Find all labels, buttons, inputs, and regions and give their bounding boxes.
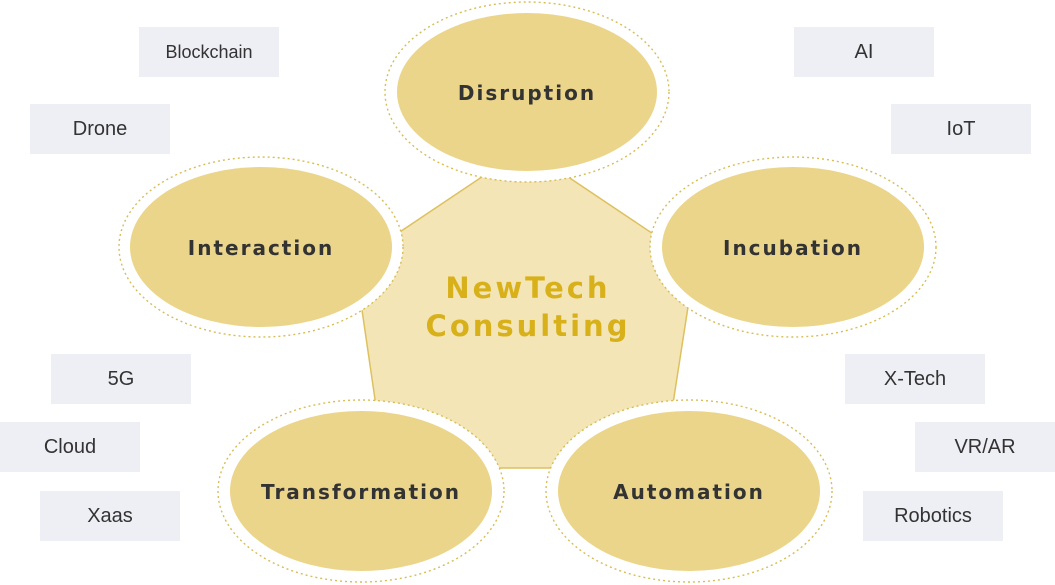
tag-iot: IoT xyxy=(891,104,1031,154)
tag-vrar: VR/AR xyxy=(915,422,1055,472)
node-incubation-circle xyxy=(662,167,924,327)
node-transformation-circle xyxy=(230,411,492,571)
node-automation-label: Automation xyxy=(613,480,765,504)
tag-xaas: Xaas xyxy=(40,491,180,541)
center-title-line2: Consulting xyxy=(426,309,631,343)
tag-cloud: Cloud xyxy=(0,422,140,472)
node-interaction-label: Interaction xyxy=(188,236,334,260)
node-transformation: Transformation xyxy=(217,399,505,583)
node-disruption-label: Disruption xyxy=(458,81,596,105)
center-title-line1: NewTech xyxy=(445,271,610,305)
node-disruption-circle xyxy=(397,13,657,171)
tag-blockchain: Blockchain xyxy=(139,27,279,77)
node-transformation-label: Transformation xyxy=(261,480,461,504)
tag-drone: Drone xyxy=(30,104,170,154)
tag-5g: 5G xyxy=(51,354,191,404)
node-incubation-label: Incubation xyxy=(723,236,863,260)
node-automation-circle xyxy=(558,411,820,571)
node-incubation: Incubation xyxy=(649,156,937,338)
node-disruption: Disruption xyxy=(384,1,670,183)
tag-robotics: Robotics xyxy=(863,491,1003,541)
tag-xtech: X-Tech xyxy=(845,354,985,404)
node-interaction-circle xyxy=(130,167,392,327)
node-interaction: Interaction xyxy=(118,156,404,338)
node-automation: Automation xyxy=(545,399,833,583)
tag-ai: AI xyxy=(794,27,934,77)
